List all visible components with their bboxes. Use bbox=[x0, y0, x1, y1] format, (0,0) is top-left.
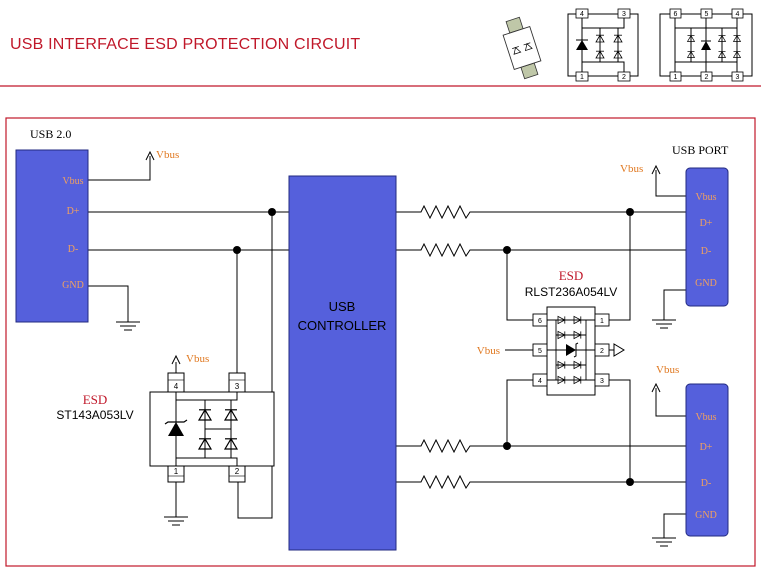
arrows bbox=[145, 150, 661, 393]
pin-label: 4 bbox=[580, 11, 584, 18]
pin-label-dplus: D+ bbox=[67, 206, 80, 217]
pin-number: 2 bbox=[600, 348, 604, 355]
large-package-pinout-icon: 6 5 4 1 2 3 bbox=[659, 8, 753, 82]
pin-number: 2 bbox=[235, 467, 240, 476]
pin-label-vbus: Vbus bbox=[695, 412, 716, 423]
pin-label: 3 bbox=[736, 74, 740, 81]
pin-number: 3 bbox=[235, 382, 240, 391]
pin-label-gnd: GND bbox=[695, 510, 717, 521]
pin-label-vbus: Vbus bbox=[62, 176, 83, 187]
usb-port-connector-top: USB PORT Vbus D+ D- GND bbox=[672, 143, 729, 307]
ground-symbol bbox=[651, 319, 677, 329]
esd-device-left: ESD ST143A053LV 4 3 1 2 bbox=[56, 372, 275, 483]
pin-label: 2 bbox=[705, 74, 709, 81]
usb-2-connector: USB 2.0 Vbus D+ D- GND bbox=[15, 127, 89, 323]
junctions bbox=[233, 208, 634, 486]
pin-label: 2 bbox=[622, 74, 626, 81]
pin-number: 3 bbox=[600, 378, 604, 385]
vbus-label: Vbus bbox=[156, 149, 179, 161]
resistor bbox=[415, 439, 477, 453]
small-package-pinout-icon: 4 3 1 2 bbox=[567, 8, 639, 82]
esd-label: ESD bbox=[83, 392, 108, 407]
vbus-label: Vbus bbox=[186, 353, 209, 365]
esd-device-right: ESD RLST236A054LV 6 5 4 1 2 3 bbox=[525, 268, 618, 396]
diagram-frame bbox=[5, 117, 756, 567]
usb-controller-block: USB CONTROLLER bbox=[288, 175, 397, 551]
pin-number: 6 bbox=[538, 318, 542, 325]
pin-label: 4 bbox=[736, 11, 740, 18]
pin-label-dplus: D+ bbox=[700, 218, 713, 229]
resistor bbox=[415, 243, 477, 257]
pin-number: 4 bbox=[174, 382, 179, 391]
pin-label-dminus: D- bbox=[68, 244, 79, 255]
pin-number: 4 bbox=[538, 378, 542, 385]
pin-number: 1 bbox=[600, 318, 604, 325]
pin-label: 1 bbox=[674, 74, 678, 81]
pin-label-dminus: D- bbox=[701, 246, 712, 257]
connector-title: USB 2.0 bbox=[30, 127, 71, 141]
ground-symbol bbox=[115, 321, 141, 331]
pin-label-vbus: Vbus bbox=[695, 192, 716, 203]
pin-label: 1 bbox=[580, 74, 584, 81]
ground-symbol bbox=[163, 516, 189, 526]
package-icon bbox=[502, 16, 542, 80]
pin-label: 3 bbox=[622, 11, 626, 18]
resistor bbox=[415, 205, 477, 219]
esd-label: ESD bbox=[559, 268, 584, 283]
esd-part-number: RLST236A054LV bbox=[525, 285, 618, 299]
page-title: USB INTERFACE ESD PROTECTION CIRCUIT bbox=[10, 36, 361, 53]
pin-label-dplus: D+ bbox=[700, 442, 713, 453]
connector-title: USB PORT bbox=[672, 143, 729, 157]
pin-label: 5 bbox=[705, 11, 709, 18]
vbus-label: Vbus bbox=[656, 364, 679, 376]
pin-label: 6 bbox=[674, 11, 678, 18]
usb-port-connector-bottom: Vbus D+ D- GND bbox=[685, 383, 729, 537]
controller-label: USB bbox=[329, 299, 356, 314]
vbus-label: Vbus bbox=[620, 163, 643, 175]
pin-label-dminus: D- bbox=[701, 478, 712, 489]
pin-label-gnd: GND bbox=[62, 280, 84, 291]
controller-label: CONTROLLER bbox=[298, 318, 387, 333]
resistor bbox=[415, 475, 477, 489]
esd-part-number: ST143A053LV bbox=[56, 408, 133, 422]
ground-symbol bbox=[651, 537, 677, 547]
pin-number: 1 bbox=[174, 467, 179, 476]
vbus-label: Vbus bbox=[477, 345, 500, 357]
pin-label-gnd: GND bbox=[695, 278, 717, 289]
pin-number: 5 bbox=[538, 348, 542, 355]
